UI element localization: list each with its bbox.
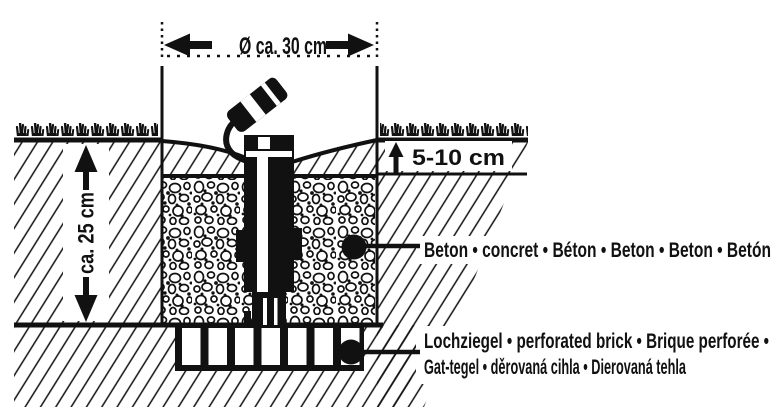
brick-slots: [182, 328, 360, 365]
concrete-callout-dot: [341, 234, 367, 260]
sleeve-anchor-lug-right: [294, 228, 302, 260]
arrow-down-shaft: [83, 277, 89, 297]
arrow-down-icon: [74, 295, 98, 322]
earth-section-right: [377, 142, 528, 407]
ground-sleeve: [223, 77, 302, 325]
sleeve-anchor-lug-left: [236, 230, 244, 262]
arrow-up-small-icon: [388, 142, 404, 157]
dim-cover-band: [385, 141, 512, 171]
dim-cover-label: 5-10 cm: [412, 145, 505, 170]
sleeve-foot: [244, 292, 286, 325]
sleeve-inner-stripe: [257, 157, 268, 293]
brick-label-bg: [416, 326, 776, 384]
dim-width-label: Ø ca. 30 cm: [239, 33, 327, 60]
arrow-up-icon: [74, 145, 98, 172]
dim-depth-label: ca. 25 cm: [74, 192, 99, 274]
brick-callout-dot: [338, 339, 364, 365]
perforated-brick: [175, 326, 364, 371]
sleeve-top-band: [246, 151, 292, 157]
sleeve-cap-lid: [226, 77, 288, 132]
cap-hinge-strap: [223, 115, 250, 164]
sleeve-body: [244, 135, 294, 292]
dimension-depth: ca. 25 cm: [63, 144, 109, 322]
brick-label-line1: Lochziegel • perforated brick • Brique p…: [424, 330, 769, 353]
grass-left: [15, 123, 158, 140]
arrow-left-icon: [164, 33, 212, 57]
callout-brick: Lochziegel • perforated brick • Brique p…: [338, 326, 776, 384]
callout-concrete: Beton • concret • Béton • Beton • Beton …: [341, 234, 776, 264]
surface-dip-curve-right: [291, 138, 378, 164]
dimension-width: Ø ca. 30 cm: [160, 22, 379, 60]
brick-label-line2: Gat-tegel • děrovaná cihla • Dierovaná t…: [424, 356, 686, 379]
dimension-cover: 5-10 cm: [378, 141, 527, 176]
arrow-up-small-shaft: [393, 155, 399, 173]
concrete-label: Beton • concret • Béton • Beton • Beton …: [424, 239, 771, 262]
arrow-right-icon: [326, 33, 374, 57]
sleeve-rim-notch: [258, 137, 270, 149]
topsoil-cover-right: [294, 141, 377, 176]
arrow-up-shaft: [83, 170, 89, 190]
grass-right: [380, 123, 528, 140]
topsoil-cover-left: [162, 142, 244, 176]
concrete-label-bg: [416, 236, 776, 264]
